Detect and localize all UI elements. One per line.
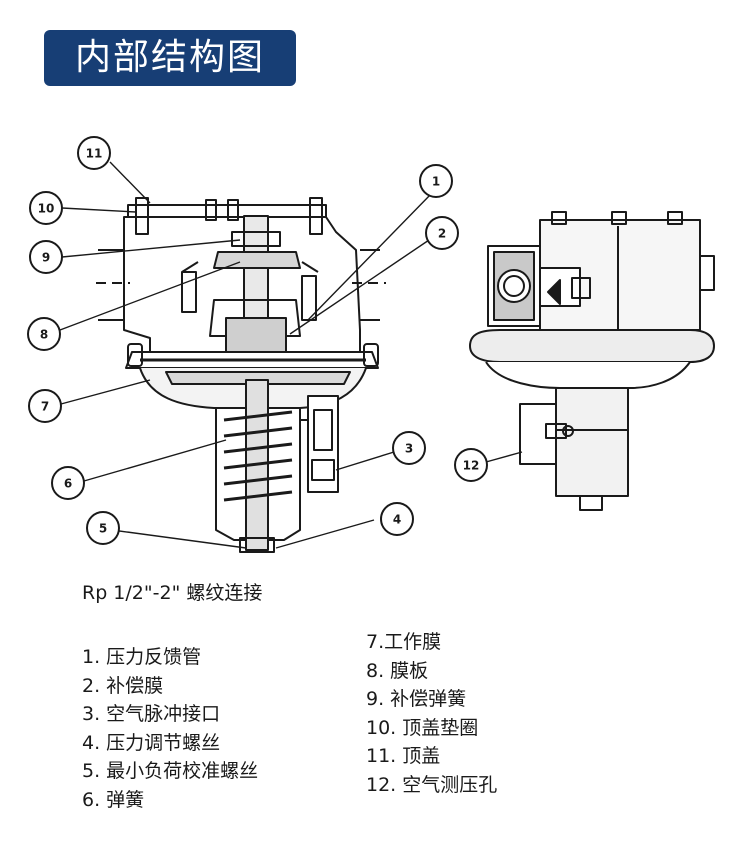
callout-7: 7: [28, 389, 62, 423]
callout-label: 9: [42, 251, 50, 265]
page-title: 内部结构图: [44, 30, 296, 86]
legend-item: 1. 压力反馈管: [82, 646, 202, 668]
leader-lines: [59, 161, 523, 549]
parts-legend-left: 1. 压力反馈管 2. 补偿膜 3. 空气脉冲接口 4. 压力调节螺丝 5. 最…: [82, 643, 258, 814]
callout-label: 6: [64, 477, 72, 491]
cross-section-drawing: [96, 197, 386, 553]
legend-item: 7.工作膜: [366, 631, 442, 653]
callout-5: 5: [86, 511, 120, 545]
structure-diagram: 11 10 9 8 7 6 5 4 3 2 1 12: [27, 136, 715, 553]
legend-item: 11. 顶盖: [366, 745, 441, 767]
callout-10: 10: [29, 191, 63, 225]
callout-9: 9: [29, 240, 63, 274]
callout-label: 10: [38, 202, 55, 216]
callout-6: 6: [51, 466, 85, 500]
callout-11: 11: [77, 136, 111, 170]
callout-label: 2: [438, 227, 446, 241]
legend-item: 9. 补偿弹簧: [366, 688, 467, 710]
legend-item: 5. 最小负荷校准螺丝: [82, 760, 259, 782]
callout-8: 8: [27, 317, 61, 351]
parts-legend-right: 7.工作膜 8. 膜板 9. 补偿弹簧 10. 顶盖垫圈 11. 顶盖 12. …: [366, 628, 497, 799]
callout-label: 8: [40, 328, 48, 342]
legend-item: 8. 膜板: [366, 659, 429, 682]
legend-item: 6. 弹簧: [82, 788, 145, 811]
callout-3: 3: [392, 431, 426, 465]
legend-item: 3. 空气脉冲接口: [82, 703, 221, 725]
callout-4: 4: [380, 502, 414, 536]
legend-item: 10. 顶盖垫圈: [366, 716, 479, 739]
callout-2: 2: [425, 216, 459, 250]
callout-1: 1: [419, 164, 453, 198]
legend-item: 4. 压力调节螺丝: [82, 731, 221, 754]
legend-item: 12. 空气测压孔: [366, 773, 498, 796]
callout-label: 11: [86, 147, 103, 161]
callout-label: 3: [405, 442, 413, 456]
callout-label: 1: [432, 175, 440, 189]
callout-label: 7: [41, 400, 49, 414]
callout-12: 12: [454, 448, 488, 482]
external-view-drawing: [469, 211, 715, 511]
callout-label: 5: [99, 522, 107, 536]
thread-connection-note: Rp 1/2"-2" 螺纹连接: [82, 582, 263, 604]
callout-label: 12: [463, 459, 480, 473]
callout-label: 4: [393, 513, 401, 527]
legend-item: 2. 补偿膜: [82, 674, 164, 697]
